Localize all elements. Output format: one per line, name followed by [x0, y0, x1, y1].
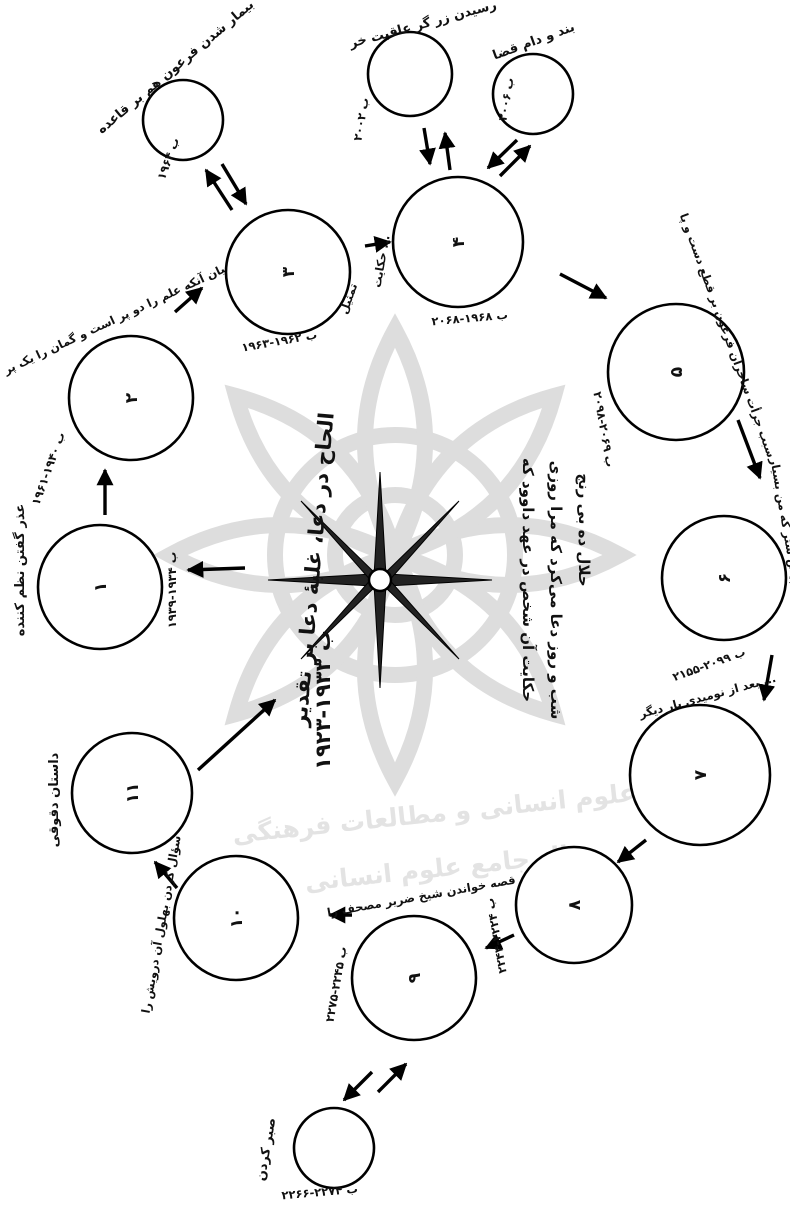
satellite-node-4: صبر کردن ب ۲۲۷۴-۲۲۶۶ [254, 1106, 376, 1203]
node-5: ۵ سبب جرأت ساحران فرعون بر قطع دست و پا … [590, 211, 779, 468]
node-caption: ب ۲۲۲۴-۲۲۴۴ [483, 897, 510, 975]
node-4: ۴ حکایت ... ب ۱۹۶۸-۲۰۶۸ [370, 175, 525, 329]
center-story-line-2: شب و روز دعا می‌کرد که مرا روزی [547, 461, 565, 720]
watermark-ornament-icon [153, 313, 637, 797]
satellite-node-3: بند و دام قضا ب ۲۰۰۶ [491, 20, 577, 136]
arrow-8-to-9 [484, 933, 515, 950]
node-verses: ب ۱۹۴۰-۱۹۶۱ [29, 430, 68, 507]
arrow-4-to-s2 [438, 131, 456, 171]
node-circle [172, 854, 300, 982]
node-circle [141, 78, 225, 162]
center-star-icon [267, 471, 493, 689]
node-6: ۶ شکایت استر پیش شتر که من بسیار ... ب ۲… [660, 456, 790, 684]
arrow-4-to-s3 [498, 144, 532, 178]
arrow-6-to-7 [758, 654, 776, 702]
satellite-node-2: رسیدن زر گر عاقبت خر ب ۲۰۰۲ [347, 0, 499, 142]
node-number: ۶ [715, 573, 735, 583]
node-3: ۳ تمثیل ب ۱۹۶۲-۱۹۶۳ [224, 208, 360, 355]
node-number: ۱۱ [123, 783, 143, 804]
node-number: ۲ [122, 392, 142, 403]
node-7: ۷ بعد از نومیدی بار دیگر ... [628, 671, 778, 847]
arrow-center-to-1 [186, 560, 246, 578]
arrows [96, 127, 776, 1102]
node-circle [514, 845, 634, 965]
satellite-node-1: بیمار شدن فرعون هم بر قاعده ب ۱۹۶۴ [94, 0, 257, 182]
node-9: ۹ قصه خواندن شیخ ضریر مصحف را ب ۲۲۴۵-۲۲۷… [323, 873, 517, 1042]
node-circle [350, 914, 478, 1042]
center-verse-ref: ب ۱۹۳۳-۱۹۲۳ [311, 630, 335, 770]
center-story-title: حکایت آن شخص در عهد داوود که [519, 458, 537, 702]
node-number: ۷ [691, 769, 711, 780]
node-circle [366, 30, 454, 118]
node-caption: عذر گفتن نظم کننده [12, 504, 28, 636]
node-verses: ب ۲۰۹۹-۲۱۵۵ [671, 645, 748, 684]
arrow-10-to-11 [153, 860, 179, 890]
node-circle [491, 52, 575, 136]
node-circle [36, 523, 164, 651]
node-number: ۴ [449, 237, 469, 247]
node-circle [606, 302, 746, 442]
node-verses: ب ۲۰۰۲ [350, 97, 371, 142]
arrow-s1-to-3 [220, 163, 248, 206]
node-circle [292, 1106, 376, 1190]
node-number: ۱۰ [227, 908, 247, 929]
node-verses: ب ۲۰۶۹-۲۰۹۸ [590, 390, 617, 468]
node-number: ۵ [667, 367, 687, 377]
arrow-3-to-4 [364, 236, 392, 253]
node-caption: صبر کردن [254, 1117, 280, 1183]
node-verses: ب ۱۹۶۸-۲۰۶۸ [431, 308, 508, 329]
arrow-s4-to-9 [376, 1062, 408, 1094]
node-verses: ب ۱۹۳۴-۱۹۳۹ [165, 552, 179, 629]
node-circle [67, 334, 195, 462]
node-verses: ب ۲۲۷۴-۲۲۶۶ [281, 1182, 358, 1203]
node-2: ۲ بیان آنکه علم را دو پر است و گمان را ی… [1, 260, 232, 507]
node-caption: حکایت ... [370, 234, 393, 289]
arrow-9-to-s4 [342, 1070, 374, 1102]
arrow-4-to-5 [559, 272, 608, 300]
arrow-s2-to-4 [419, 127, 436, 166]
arrow-5-to-6 [736, 419, 763, 480]
arrow-s3-to-4 [486, 138, 519, 170]
arrow-2-to-3 [173, 286, 204, 314]
node-circle [660, 514, 788, 642]
node-circle [391, 175, 525, 309]
arrow-3-to-s1 [204, 168, 234, 211]
arrow-11-to-center [196, 698, 277, 772]
node-11: ۱۱ داستان دقوقی [47, 731, 194, 855]
node-caption: داستان دقوقی [47, 752, 62, 847]
node-number: ۹ [405, 972, 425, 983]
node-circle [70, 731, 194, 855]
center-story-line-3: حلال ده بی رنج [575, 473, 593, 586]
node-circle [224, 208, 352, 336]
node-number: ۸ [565, 899, 585, 910]
node-verses: ب ۲۲۴۵-۲۲۷۵ [323, 945, 350, 1023]
node-1: ۱ عذر گفتن نظم کننده ب ۱۹۳۴-۱۹۳۹ [12, 504, 179, 651]
arrow-7-to-8 [616, 838, 648, 864]
node-number: ۱ [91, 582, 111, 592]
node-10: ۱۰ سؤال کردن بهلول آن درویش را [139, 834, 300, 1015]
node-number: ۳ [279, 266, 299, 277]
node-circle [628, 703, 772, 847]
